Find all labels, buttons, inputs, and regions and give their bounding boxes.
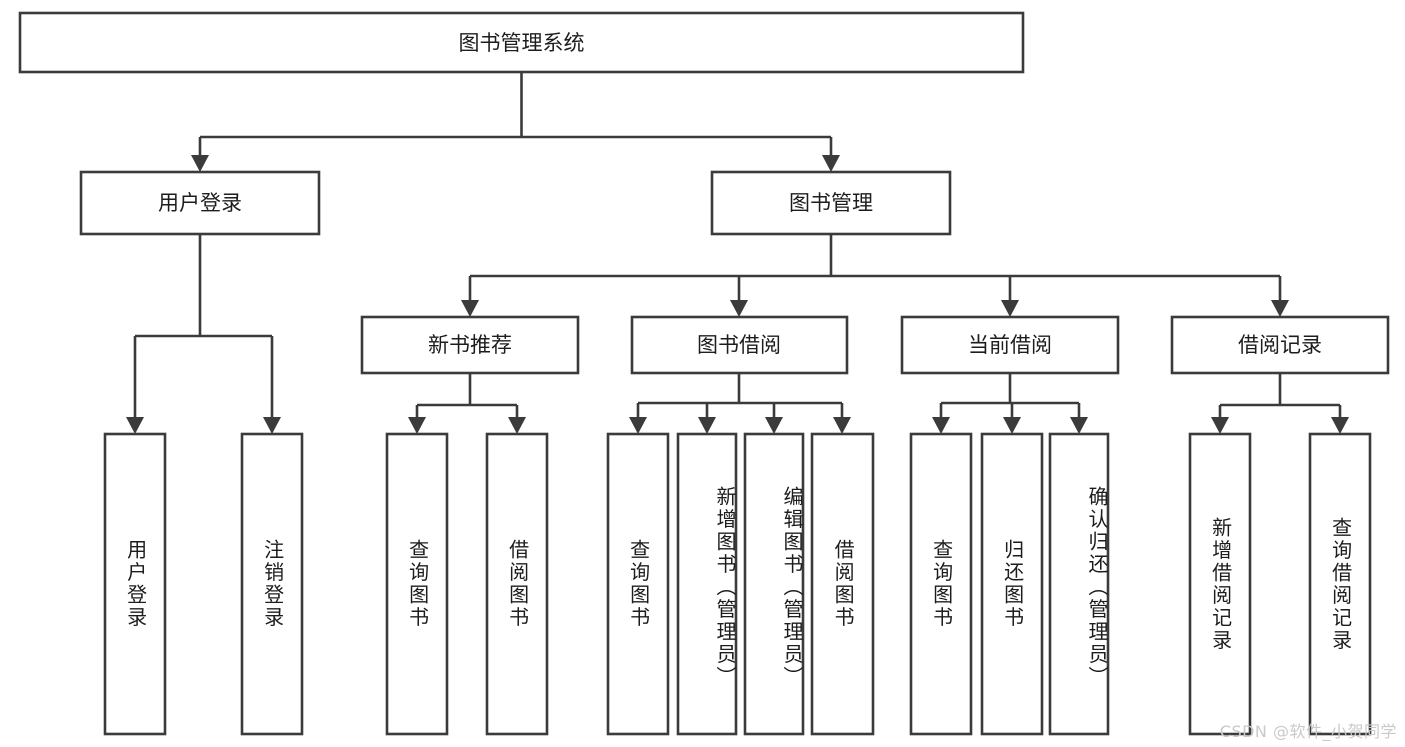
node-box-leaf-user-logout[interactable] xyxy=(240,432,304,736)
node-user-login[interactable]: 用户登录 xyxy=(79,170,321,236)
arrow-head-br-query-record xyxy=(1331,417,1349,434)
watermark-text: CSDN @软件_小贺同学 xyxy=(1219,722,1397,741)
node-label-root: 图书管理系统 xyxy=(459,31,585,55)
arrow-head-leaf-user-login xyxy=(126,417,144,434)
node-box-leaf-br-query-record[interactable] xyxy=(1308,432,1372,736)
arrow-head-new-book-rec xyxy=(461,300,479,317)
node-box-leaf-bb-add-book[interactable] xyxy=(676,432,738,736)
node-box-new-book-rec[interactable] xyxy=(360,315,580,375)
connector-group-new-book-rec xyxy=(408,373,526,434)
node-box-leaf-cb-return-book[interactable] xyxy=(980,432,1044,736)
node-box-leaf-bb-query-book[interactable] xyxy=(606,432,670,736)
node-label-current-borrow: 当前借阅 xyxy=(968,333,1052,357)
connector-group-user-login xyxy=(126,234,281,434)
connector-group-book-borrow xyxy=(629,373,851,434)
node-box-book-manage[interactable] xyxy=(710,170,952,236)
node-box-leaf-cb-query-book[interactable] xyxy=(909,432,973,736)
node-box-current-borrow[interactable] xyxy=(900,315,1120,375)
arrow-head-bb-borrow-book xyxy=(833,417,851,434)
node-borrow-record[interactable]: 借阅记录 xyxy=(1170,315,1390,375)
node-new-book-rec[interactable]: 新书推荐 xyxy=(360,315,580,375)
node-label-user-login: 用户登录 xyxy=(158,191,242,215)
connector-group-current-borrow xyxy=(932,373,1088,434)
arrow-head-borrow-record xyxy=(1271,300,1289,317)
node-box-leaf-user-login[interactable] xyxy=(103,432,167,736)
arrow-head-bb-add-book xyxy=(698,417,716,434)
node-label-new-book-rec: 新书推荐 xyxy=(428,333,512,357)
arrow-head-bb-query-book xyxy=(629,417,647,434)
connector-group-book-manage xyxy=(461,234,1289,317)
arrow-head-cb-query-book xyxy=(932,417,950,434)
node-box-leaf-cb-confirm-return[interactable] xyxy=(1048,432,1110,736)
connector-group-root xyxy=(191,72,840,172)
node-box-leaf-bb-edit-book[interactable] xyxy=(743,432,805,736)
arrow-head-book-manage xyxy=(822,155,840,172)
arrow-head-book-borrow xyxy=(730,300,748,317)
arrow-head-rec-borrow-book xyxy=(508,417,526,434)
node-book-manage[interactable]: 图书管理 xyxy=(710,170,952,236)
node-label-borrow-record: 借阅记录 xyxy=(1238,333,1322,357)
arrow-head-cb-return-book xyxy=(1003,417,1021,434)
node-box-root[interactable] xyxy=(18,11,1025,74)
node-root[interactable]: 图书管理系统 xyxy=(18,11,1025,74)
node-book-borrow[interactable]: 图书借阅 xyxy=(630,315,849,375)
arrow-head-user-login xyxy=(191,155,209,172)
node-box-leaf-br-add-record[interactable] xyxy=(1188,432,1252,736)
arrow-head-current-borrow xyxy=(1001,300,1019,317)
arrow-head-rec-query-book xyxy=(408,417,426,434)
arrow-head-cb-confirm-return xyxy=(1070,417,1088,434)
node-box-leaf-rec-query-book[interactable] xyxy=(385,432,449,736)
node-label-book-borrow: 图书借阅 xyxy=(697,333,781,357)
node-current-borrow[interactable]: 当前借阅 xyxy=(900,315,1120,375)
node-box-leaf-rec-borrow-book[interactable] xyxy=(485,432,549,736)
node-box-user-login[interactable] xyxy=(79,170,321,236)
connector-group-borrow-record xyxy=(1211,373,1349,434)
node-box-borrow-record[interactable] xyxy=(1170,315,1390,375)
arrow-head-leaf-user-logout xyxy=(263,417,281,434)
node-label-book-manage: 图书管理 xyxy=(789,191,873,215)
node-box-leaf-bb-borrow-book[interactable] xyxy=(810,432,875,736)
arrow-head-br-add-record xyxy=(1211,417,1229,434)
node-box-book-borrow[interactable] xyxy=(630,315,849,375)
arrow-head-bb-edit-book xyxy=(765,417,783,434)
